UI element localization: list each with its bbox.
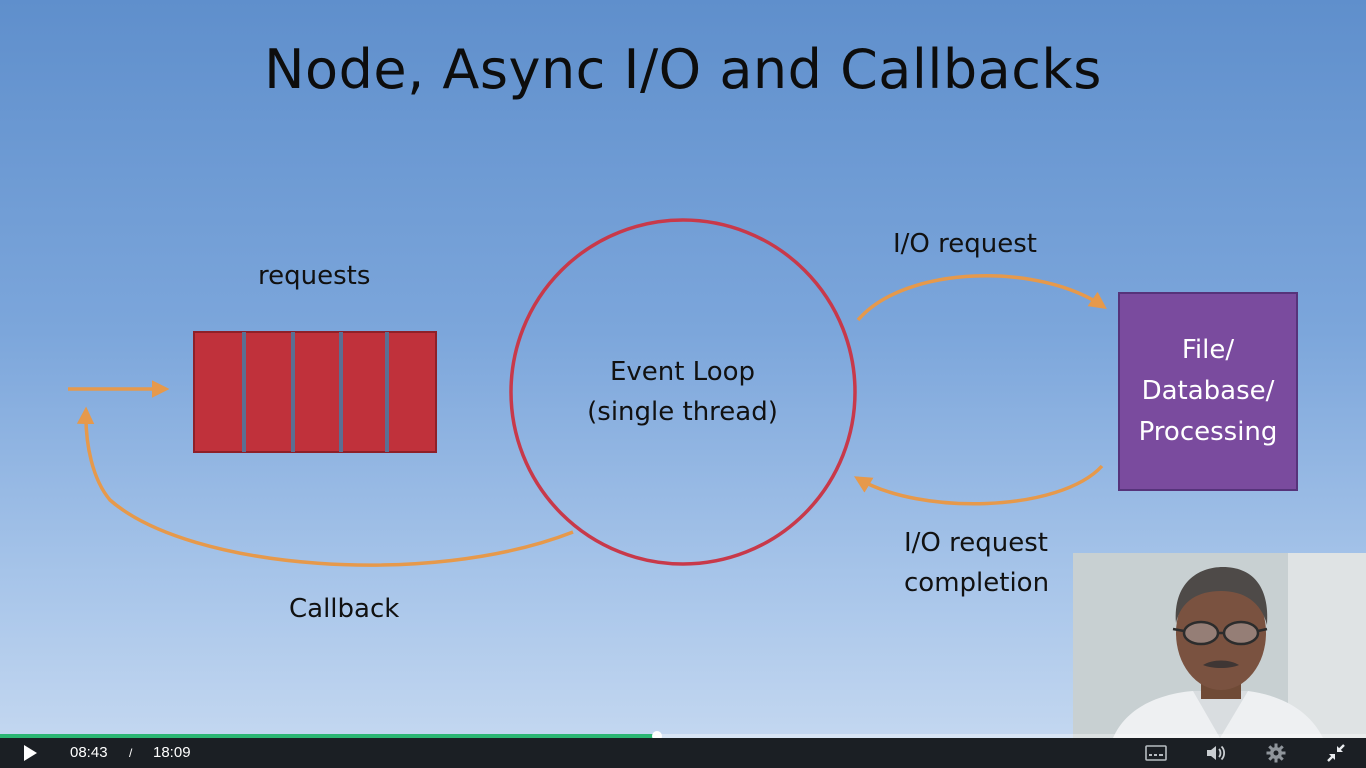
progress-bar[interactable] <box>0 731 1366 741</box>
presenter-image <box>1073 553 1366 738</box>
event-loop-title: Event Loop <box>609 357 756 387</box>
requests-label: requests <box>258 261 371 291</box>
callback-arrow <box>76 406 574 567</box>
event-loop-label: Event Loop (single thread) <box>520 352 845 432</box>
slide-title: Node, Async I/O and Callbacks <box>264 38 1102 101</box>
gear-icon <box>1266 743 1286 763</box>
volume-icon <box>1207 745 1226 761</box>
current-time: 08:43 <box>70 744 108 761</box>
request-queue <box>193 331 437 453</box>
io-completion-label-line1: I/O request <box>904 528 1048 558</box>
resource-box: File/ Database/ Processing <box>1118 292 1298 491</box>
presenter-webcam <box>1073 553 1366 738</box>
time-separator: / <box>129 746 133 760</box>
duration: 18:09 <box>153 744 191 761</box>
event-loop-circle <box>509 218 857 566</box>
exit-fullscreen-button[interactable] <box>1322 738 1350 768</box>
captions-icon <box>1145 745 1167 761</box>
play-icon <box>24 745 37 761</box>
io-completion-label-line2: completion <box>904 568 1050 598</box>
player-controls <box>0 738 1366 768</box>
progress-handle[interactable] <box>652 731 662 741</box>
event-loop-subtitle: (single thread) <box>587 397 778 427</box>
io-completion-arrow <box>854 464 1104 506</box>
exit-fullscreen-icon <box>1327 744 1345 762</box>
volume-button[interactable] <box>1202 738 1230 768</box>
settings-button[interactable] <box>1262 738 1290 768</box>
callback-label: Callback <box>289 594 400 624</box>
io-request-arrow <box>856 274 1107 322</box>
play-button[interactable] <box>14 738 46 768</box>
diagram <box>68 218 1107 567</box>
slide: Node, Async I/O and Callbacks requests E… <box>0 0 1366 738</box>
io-request-label: I/O request <box>893 229 1037 259</box>
resource-box-label: File/ Database/ Processing <box>1138 335 1278 447</box>
captions-button[interactable] <box>1142 738 1170 768</box>
progress-fill <box>0 734 657 738</box>
